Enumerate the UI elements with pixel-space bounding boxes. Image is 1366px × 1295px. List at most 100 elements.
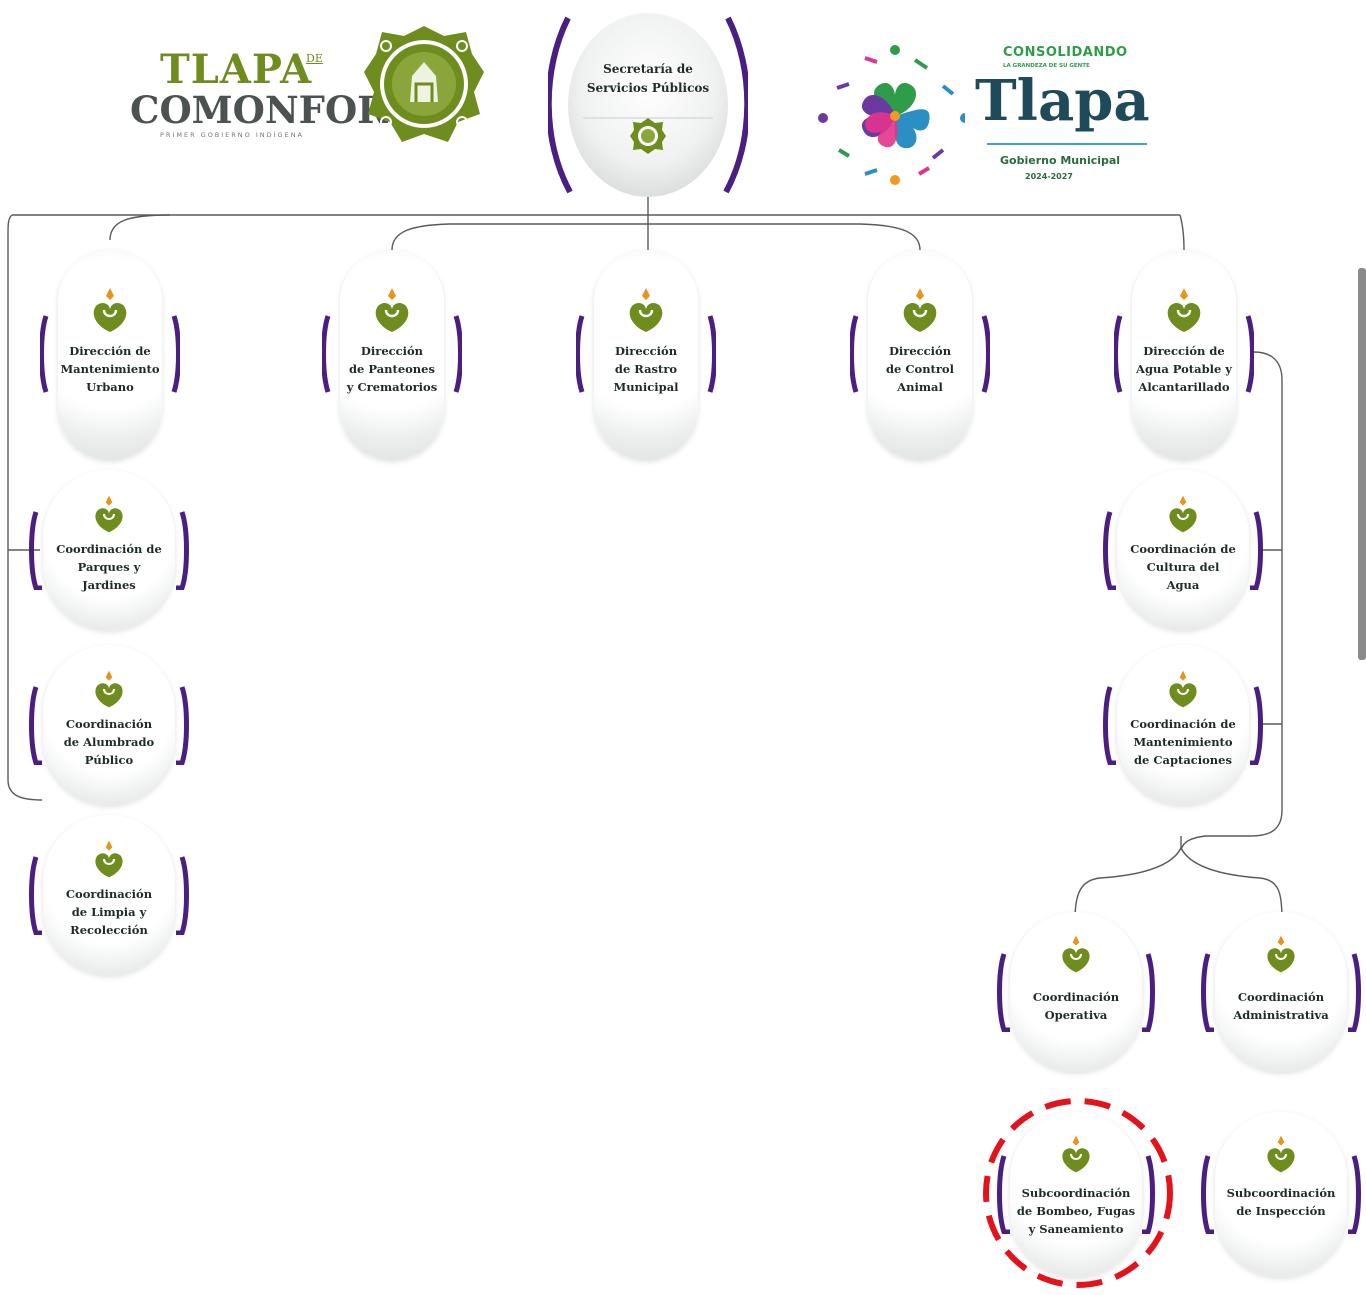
node-label: Coordinación de Limpia y Recolección [66,885,152,939]
label-line: Mantenimiento [1133,735,1233,749]
leaf-emblem-icon [1267,935,1295,973]
vertical-scrollbar[interactable] [1358,268,1366,660]
node-bracket [322,315,462,393]
label-line: de Limpia y [71,905,147,919]
node-coordinacion-captaciones: Coordinación de Mantenimiento de Captacion… [1102,645,1264,805]
label-line: Coordinación [1032,990,1120,1004]
leaf-emblem-icon [1169,495,1197,533]
branch-administrativa [1180,847,1283,921]
node-bracket [29,686,189,765]
node-coordinacion-limpia: Coordinación de Limpia y Recolección [28,815,190,975]
logo-right-government: Gobierno Municipal [1000,154,1121,167]
logo-left-line1: TLAPA [160,46,313,93]
node-bracket [40,315,180,393]
logo-left-line1-suffix: DE [306,52,323,65]
logo-right-rule [987,143,1147,145]
branch-middle-bus [391,223,921,251]
secretaria-frame [548,13,748,197]
label-line: Recolección [70,923,148,937]
leaf-emblem-icon [93,288,127,332]
label-line: Administrativa [1233,1008,1329,1022]
right-vertical-bus [1180,351,1283,851]
municipal-seal-icon [364,26,484,142]
node-bracket [29,856,189,935]
label-line: de Control [886,362,954,376]
node-bracket [1114,315,1254,393]
leaf-emblem-icon [629,288,663,332]
node-bracket [997,953,1155,1032]
secretaria-title: Secretaría de Servicios Públicos [587,60,709,98]
node-label: Subcoordinación de Inspección [1227,1184,1336,1220]
highlight-circle [983,1098,1173,1288]
leaf-emblem-icon [903,288,937,332]
label-line: de Panteones [349,362,435,376]
leaf-emblem-icon [1062,935,1090,973]
leaf-emblem-icon [1267,1135,1295,1173]
label-line: Coordinación [1237,990,1325,1004]
node-bracket [1201,953,1361,1032]
leaf-emblem-icon [95,670,123,708]
node-secretaria: Secretaría de Servicios Públicos [548,10,748,200]
label-line: Dirección [360,344,424,358]
logo-right-headline: CONSOLIDANDO [1003,45,1128,60]
label-line: Coordinación [65,887,153,901]
logo-left-tagline: PRIMER GOBIERNO INDÍGENA [160,131,305,139]
label-line: Coordinación de [1130,717,1236,731]
leaf-emblem-icon [1167,288,1201,332]
consolidando-tlapa-logo: CONSOLIDANDO LA GRANDEZA DE SU GENTE Tla… [815,40,1155,200]
label-line: de Alumbrado [63,735,155,749]
logo-right-subheadline: LA GRANDEZA DE SU GENTE [1003,63,1090,69]
logo-left-line2: COMONFORT [130,88,415,132]
secretaria-title-line1: Secretaría de [603,62,693,76]
leaf-emblem-icon [1062,1135,1090,1173]
small-seal-icon [630,118,666,154]
label-line: de Captaciones [1134,753,1232,767]
node-subcoordinacion-inspeccion: Subcoordinación de Inspección [1200,1112,1362,1277]
label-line: Coordinación de [1130,542,1236,556]
leaf-emblem-icon [1169,670,1197,708]
node-bracket [576,315,716,393]
label-line: Animal [897,380,943,394]
node-bracket [850,315,990,393]
leaf-emblem-icon [95,495,123,533]
logo-right-years: 2024-2027 [1025,172,1073,181]
node-bracket [1103,686,1263,765]
label-line: de Rastro [614,362,678,376]
label-line: Agua Potable y [1136,362,1232,376]
label-line: Urbano [86,380,134,394]
label-line: Mantenimiento [60,362,160,376]
label-line: Agua [1166,578,1200,592]
label-line: Dirección [888,344,952,358]
tlapa-comonfort-logo: TLAPA DE COMONFORT PRIMER GOBIERNO INDÍG… [130,22,490,152]
label-line: Coordinación [65,717,153,731]
node-label: Coordinación de Mantenimiento de Captacion… [1130,715,1236,769]
label-line: de Inspección [1236,1204,1326,1218]
label-line: Subcoordinación [1226,1186,1336,1200]
secretaria-title-line2: Servicios Públicos [586,81,710,95]
label-line: Dirección de [69,344,151,358]
label-line: Público [84,753,134,767]
label-line: Cultura del [1146,560,1220,574]
label-line: Subcoordinación [1021,1186,1131,1200]
node-direccion-panteones: Dirección de Panteones y Crematorios [322,250,462,460]
leaf-emblem-icon [375,288,409,332]
node-bracket [1201,1155,1361,1234]
branch-agua [1179,214,1185,251]
label-line: Jardines [82,578,136,592]
label-line: y Crematorios [346,380,438,394]
